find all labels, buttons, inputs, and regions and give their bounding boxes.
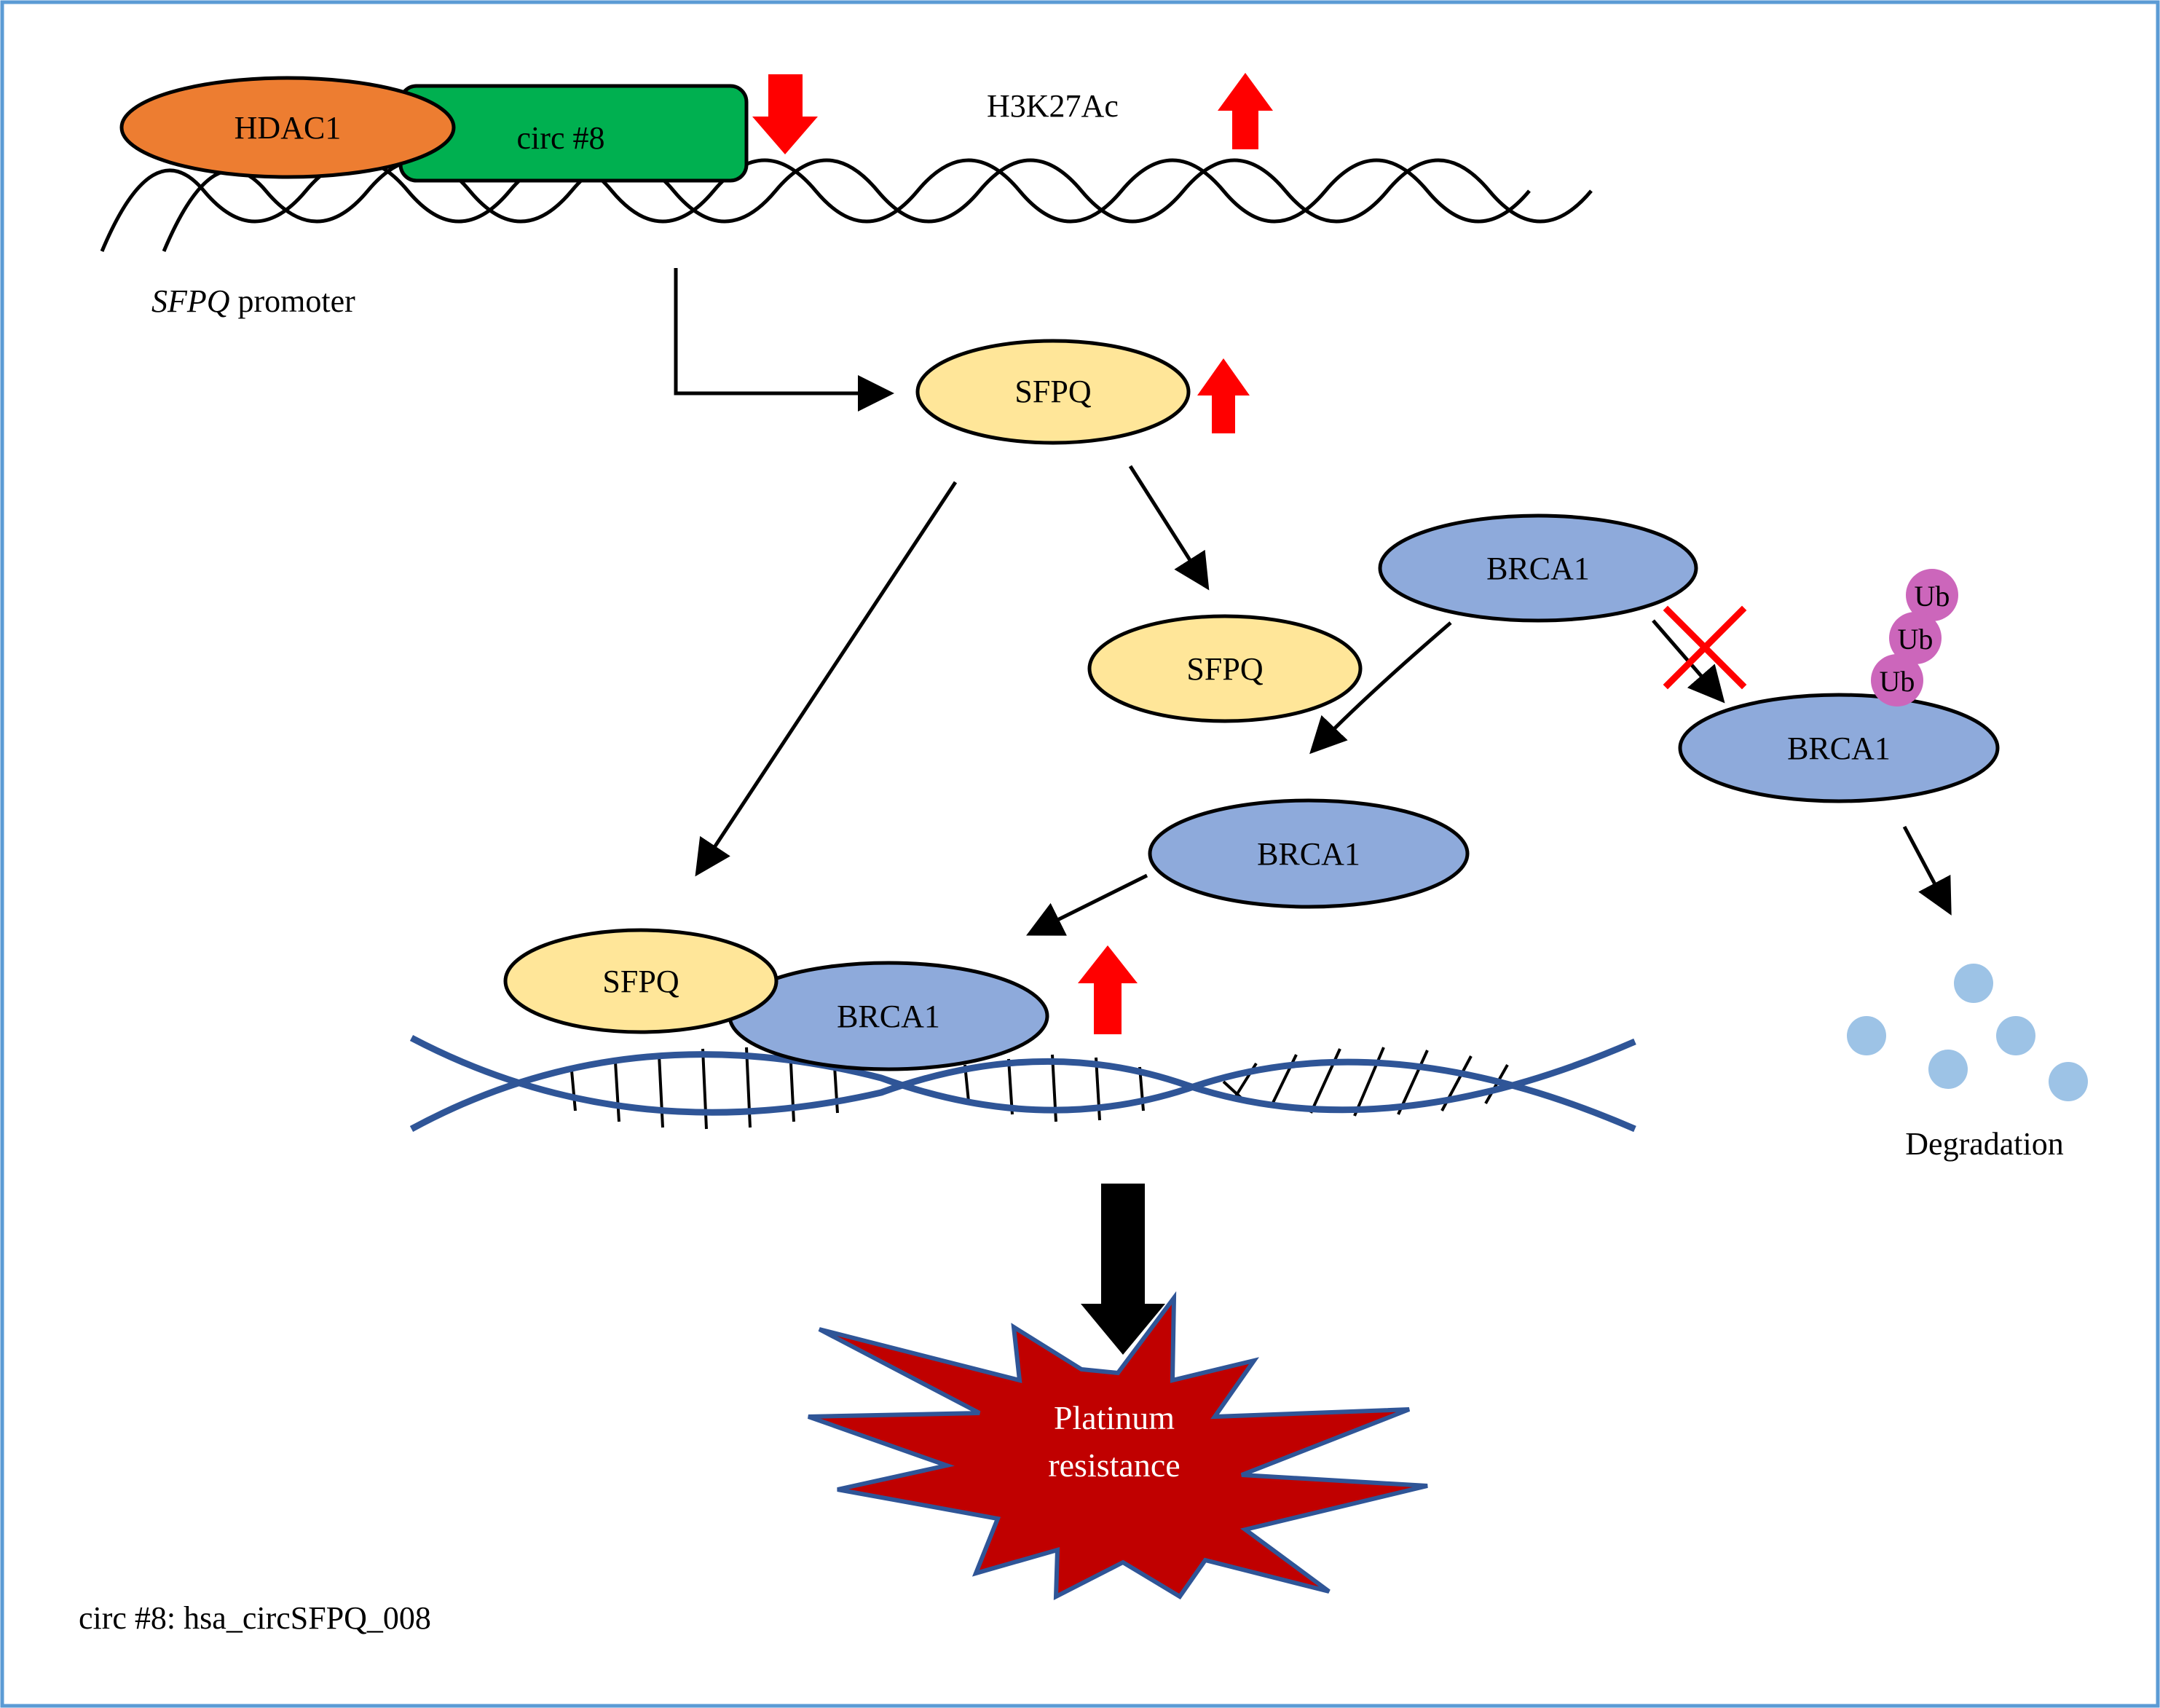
transcription-arrow	[674, 268, 894, 412]
sfpq-to-complex-arrow	[695, 481, 958, 877]
hdac1-ellipse: HDAC1	[119, 76, 456, 179]
brca1-stabilization-arrow	[1309, 621, 1452, 755]
degradation-label: Degradation	[1905, 1126, 2063, 1162]
ub-label-2: Ub	[1898, 623, 1934, 656]
footnote: circ #8: hsa_circSFPQ_008	[79, 1600, 431, 1636]
sfpq-mid-ellipse: SFPQ	[1087, 614, 1363, 723]
sfpq-complex-label: SFPQ	[602, 964, 679, 999]
outcome-line1: Platinum	[1054, 1399, 1175, 1436]
h3k27ac-up-arrow	[1218, 73, 1273, 149]
hdac1-label: HDAC1	[234, 110, 342, 146]
sfpq-mid-label: SFPQ	[1186, 651, 1263, 687]
circ8-label: circ #8	[517, 120, 605, 156]
brca1-complex-label: BRCA1	[837, 999, 940, 1034]
brca1-ubiquitination-arrow	[1652, 619, 1725, 704]
sfpq-promoter-label: SFPQ promoter	[151, 283, 355, 319]
brca1-to-complex-arrow	[1026, 873, 1148, 936]
brca1-mid-ellipse: BRCA1	[1148, 798, 1470, 909]
sfpq-top-label: SFPQ	[1014, 374, 1091, 409]
h3k27ac-label: H3K27Ac	[987, 88, 1119, 124]
outcome-line2: resistance	[1048, 1447, 1180, 1484]
platinum-resistance-burst	[808, 1291, 1428, 1600]
dna-backbones	[409, 1035, 1636, 1133]
brca1-ub-label: BRCA1	[1787, 731, 1891, 766]
sfpq-to-sfpq-mid-arrow	[1128, 465, 1210, 591]
ub-label-3: Ub	[1880, 665, 1915, 698]
outcome-arrow	[1081, 1184, 1165, 1355]
brca1-mid-label: BRCA1	[1257, 836, 1360, 872]
degradation-fragments	[1847, 964, 2088, 1101]
ub-label-1: Ub	[1915, 580, 1950, 613]
complex-up-arrow	[1078, 945, 1138, 1034]
circ8-box: circ #8	[398, 84, 749, 183]
brca1-top-label: BRCA1	[1486, 551, 1590, 586]
blocked-cross-icon	[1663, 605, 1747, 690]
degradation-arrow	[1902, 825, 1952, 916]
ubiquitin-chain: Ub Ub Ub	[1871, 569, 1958, 707]
brca1-top-ellipse: BRCA1	[1378, 513, 1698, 623]
brca1-ub-ellipse: BRCA1	[1678, 693, 2000, 803]
sfpq-complex-ellipse: SFPQ	[503, 928, 779, 1034]
brca1-complex-ellipse: BRCA1	[728, 961, 1049, 1071]
sfpq-top-ellipse: SFPQ	[915, 339, 1191, 445]
circ8-down-arrow	[752, 74, 818, 154]
sfpq-up-arrow	[1197, 358, 1250, 433]
